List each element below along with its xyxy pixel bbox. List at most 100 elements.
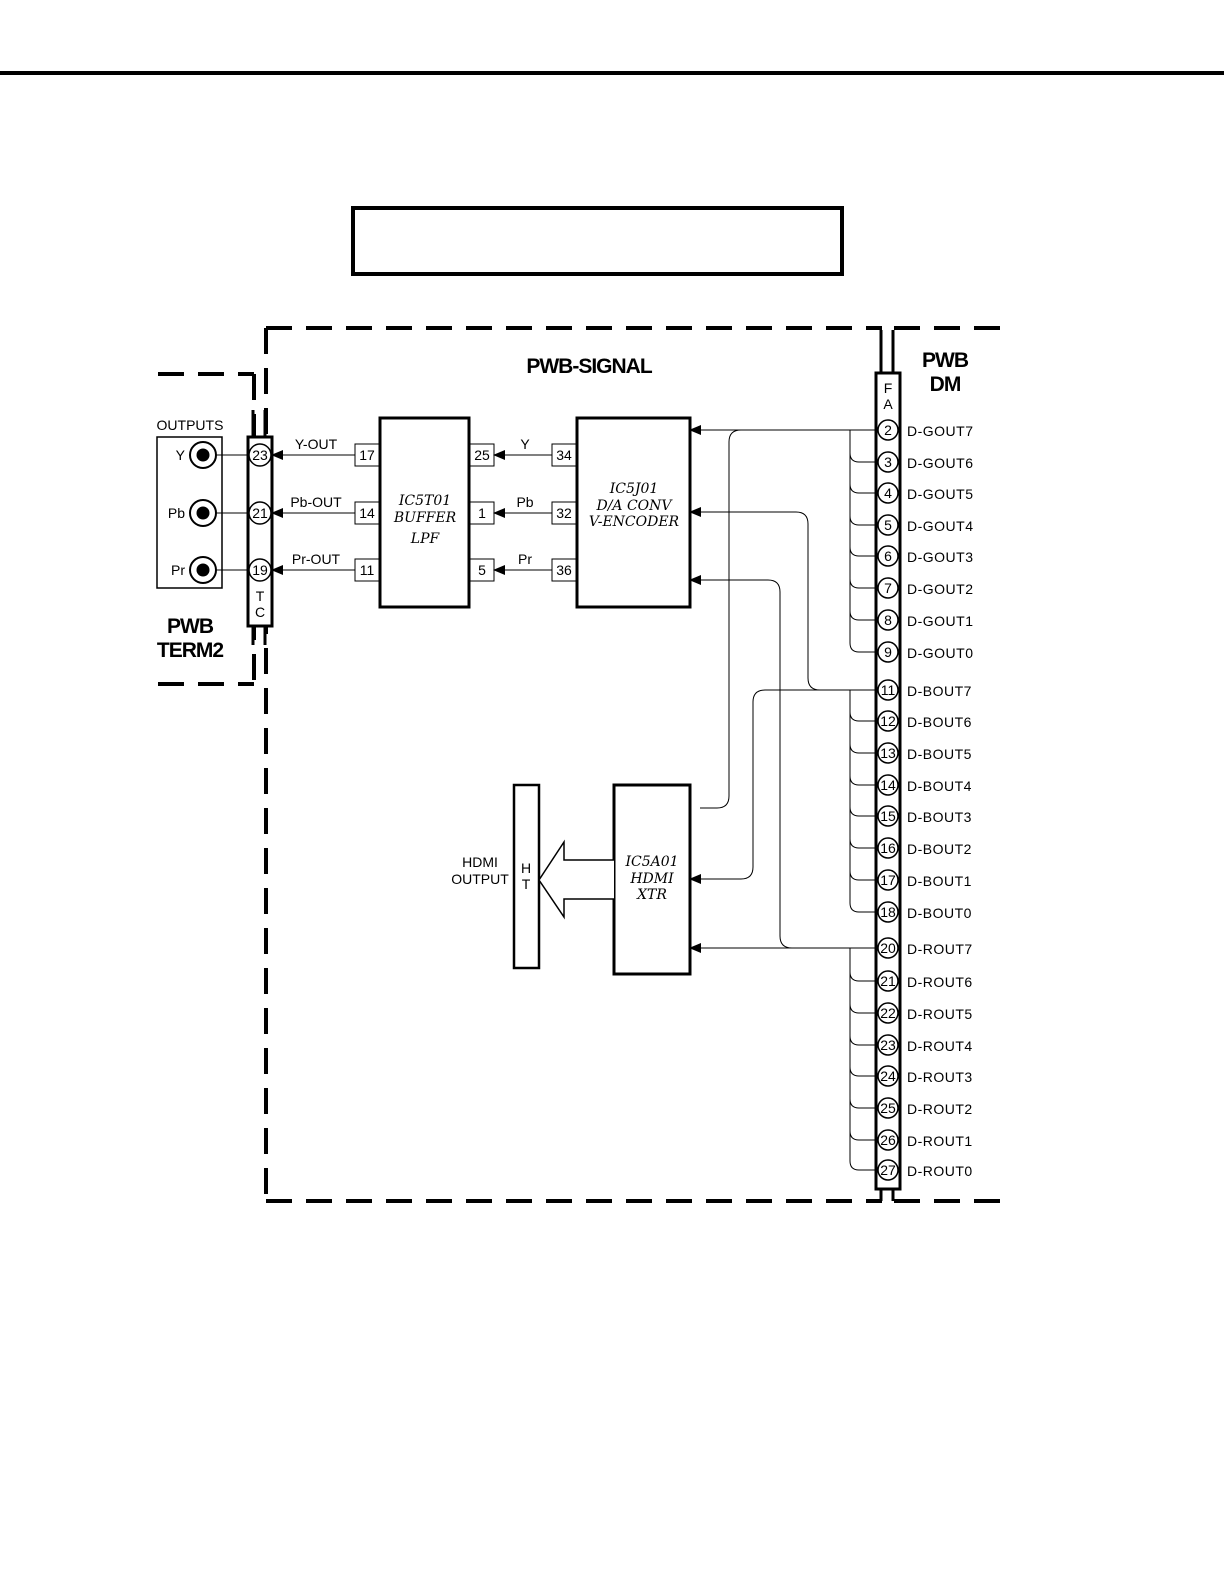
ic5j01-output-pin [551,443,577,467]
fa-pin-signal-label: D-BOUT0 [907,905,972,921]
fa-pin-circle [877,1159,899,1181]
tc-letter-c: C [255,604,265,620]
ic5t01-line1: IC5T01 [398,493,451,509]
fa-pin-number: 16 [880,840,896,856]
tc-signal-label: Pb-OUT [290,494,342,510]
fa-pin-circle [877,679,899,701]
ic5a01-line1: IC5A01 [624,854,678,870]
fa-pin-number: 5 [884,517,892,533]
ic5t01-input-pin-number: 25 [474,447,490,463]
fa-pin-signal-label: D-GOUT4 [907,518,974,534]
ic5j01-output-pin-number: 32 [556,505,572,521]
jack-label: Pr [171,562,185,578]
fa-letter-a: A [883,396,893,412]
bus-tap-line [849,578,876,589]
fa-pin-number: 23 [880,1037,896,1053]
fa-pin-number: 21 [880,973,896,989]
fa-pin: 5 D-GOUT4 [877,514,974,536]
ic5a01-line3: XTR [636,887,667,903]
bus-tap-line [849,515,876,526]
fa-pin-signal-label: D-GOUT5 [907,486,974,502]
bus-tap-line [849,1130,876,1141]
fa-pin-signal-label: D-BOUT6 [907,714,972,730]
fa-pin-circle [877,970,899,992]
ht-connector: H T [512,783,541,970]
jack-label: Pb [168,505,185,521]
fa-pin-number: 18 [880,904,896,920]
bus-tap-line [849,1066,876,1077]
bus-tap-line [849,806,876,817]
ic5j01-line2: D/A CONV [595,498,673,514]
fa-pin: 18 D-BOUT0 [877,901,972,923]
fa-pin-number: 17 [880,872,896,888]
fa-pin-signal-label: D-ROUT0 [907,1163,973,1179]
fa-pin-circle [877,774,899,796]
fa-pin-number: 13 [880,745,896,761]
fa-pin: 20 D-ROUT7 [877,937,973,959]
pwb-dm-label-line2: DM [930,373,961,396]
fa-pin-number: 3 [884,454,892,470]
tc-pin-number: 21 [252,505,268,521]
fa-pin-number: 27 [880,1162,896,1178]
encoder-signal-label: Pr [518,551,532,567]
fa-pin-circle [877,451,899,473]
fa-pin-signal-label: D-BOUT7 [907,683,972,699]
fa-pin-signal-label: D-BOUT3 [907,809,972,825]
ic5t01-output-pin [354,501,380,525]
fa-pin-signal-label: D-GOUT0 [907,645,974,661]
fa-pin-number: 24 [880,1068,896,1084]
bus-tap-line [849,546,876,557]
fa-pin-number: 8 [884,612,892,628]
fa-pin-signal-label: D-GOUT1 [907,613,974,629]
ic5a01-line2: HDMI [629,871,674,887]
bus-tap-line [849,870,876,881]
fa-pin-circle [877,482,899,504]
encoder-signal-label: Pb [516,494,533,510]
ic5t01-output-pin-number: 14 [359,505,375,521]
ic5t01-block: IC5T01 BUFFER LPF [378,416,471,609]
fa-pin-signal-label: D-GOUT2 [907,581,974,597]
bus-tap-line [849,971,876,982]
ic5a01-block: IC5A01 HDMI XTR [612,783,692,976]
ic5t01-input-pin-number: 5 [478,562,486,578]
bus-wiring [689,425,876,1171]
fa-pin-signal-label: D-BOUT5 [907,746,972,762]
pwb-signal-label: PWB-SIGNAL [526,355,652,378]
bus-tap-line [849,452,876,463]
fa-pin-signal-label: D-ROUT5 [907,1006,973,1022]
fa-pin-circle [877,545,899,567]
bus-tap-line [849,743,876,754]
fa-pin-circle [877,577,899,599]
ic5j01-output-pin-number: 34 [556,447,572,463]
outputs-title: OUTPUTS [157,417,224,433]
rca-jack-center [196,448,210,462]
fa-pin-circle [877,1129,899,1151]
fa-pin-circle [877,1034,899,1056]
ic5t01-line2: BUFFER [393,510,457,526]
pwb-dm-board-outline [894,326,1000,1203]
hdmi-bus-arrow [538,839,614,920]
fa-pin-circle [877,641,899,663]
fa-pin-number: 26 [880,1132,896,1148]
fa-pin-circle [877,901,899,923]
bus-tap-line [849,1003,876,1014]
fa-pin-number: 20 [880,940,896,956]
ht-letter-h: H [521,860,531,876]
ic5t01-output-pin-number: 17 [359,447,375,463]
ic5t01-line3: LPF [410,531,441,547]
fa-pin-signal-label: D-ROUT7 [907,941,973,957]
tc-letter-t: T [256,588,265,604]
